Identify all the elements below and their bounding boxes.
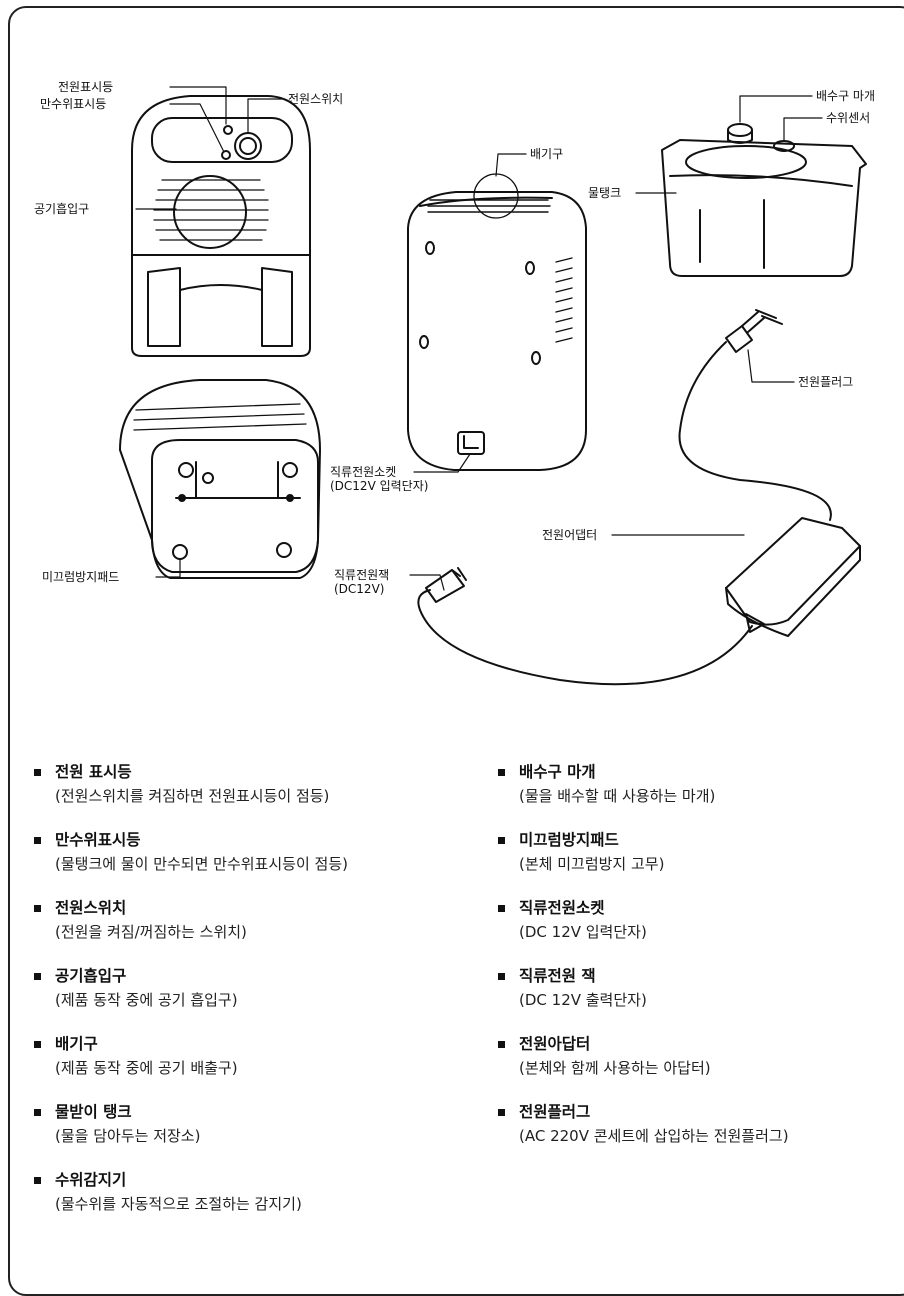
list-item: 직류전원소켓 (DC 12V 입력단자) — [494, 896, 894, 964]
part-name: 미끄럼방지패드 — [519, 831, 619, 849]
bullet-icon — [498, 972, 505, 980]
part-name: 직류전원소켓 — [519, 899, 605, 917]
power-adapter-illustration — [417, 517, 861, 686]
part-description: (물탱크에 물이 만수되면 만수위표시등이 점등) — [55, 855, 348, 873]
part-description: (물을 담아두는 저장소) — [55, 1127, 201, 1145]
list-item: 전원아답터 (본체와 함께 사용하는 아답터) — [494, 1032, 894, 1100]
part-name: 배수구 마개 — [519, 763, 596, 781]
callout-dc-socket: 직류전원소켓 (DC12V 입력단자) — [330, 465, 429, 493]
part-description: (전원을 켜짐/꺼짐하는 스위치) — [55, 923, 247, 941]
part-description: (물수위를 자동적으로 조절하는 감지기) — [55, 1195, 302, 1213]
part-description: (본체 미끄럼방지 고무) — [519, 855, 665, 873]
list-item: 전원 표시등 (전원스위치를 켜짐하면 전원표시등이 점등) — [30, 760, 500, 828]
bullet-icon — [34, 972, 41, 980]
list-item: 배수구 마개 (물을 배수할 때 사용하는 마개) — [494, 760, 894, 828]
callout-water-sensor: 수위센서 — [826, 111, 871, 125]
bullet-icon — [498, 1108, 505, 1116]
list-item: 공기흡입구 (제품 동작 중에 공기 흡입구) — [30, 964, 500, 1032]
list-item: 미끄럼방지패드 (본체 미끄럼방지 고무) — [494, 828, 894, 896]
callout-power-indicator: 전원표시등 — [58, 80, 114, 94]
part-description: (제품 동작 중에 공기 배출구) — [55, 1059, 238, 1077]
part-name: 전원플러그 — [519, 1103, 591, 1121]
dc-jack-illustration — [425, 567, 467, 603]
bullet-icon — [498, 768, 505, 776]
part-description: (전원스위치를 켜짐하면 전원표시등이 점등) — [55, 787, 330, 805]
part-name: 배기구 — [55, 1035, 98, 1053]
callout-exhaust: 배기구 — [530, 147, 564, 161]
parts-list-left: 전원 표시등 (전원스위치를 켜짐하면 전원표시등이 점등) 만수위표시등 (물탱크… — [30, 760, 500, 1236]
part-description: (제품 동작 중에 공기 흡입구) — [55, 991, 238, 1009]
list-item: 전원플러그 (AC 220V 콘세트에 삽입하는 전원플러그) — [494, 1100, 894, 1168]
bullet-icon — [498, 1040, 505, 1048]
power-plug-illustration — [678, 309, 832, 521]
bullet-icon — [34, 768, 41, 776]
list-item: 물받이 탱크 (물을 담아두는 저장소) — [30, 1100, 500, 1168]
bullet-icon — [34, 836, 41, 844]
callout-full-water-indicator: 만수위표시등 — [40, 97, 107, 111]
part-name: 만수위표시등 — [55, 831, 141, 849]
product-diagram — [119, 86, 867, 686]
part-description: (AC 220V 콘세트에 삽입하는 전원플러그) — [519, 1127, 789, 1145]
part-name: 수위감지기 — [55, 1171, 127, 1189]
callout-dc-jack: 직류전원잭 (DC12V) — [334, 568, 390, 596]
part-description: (본체와 함께 사용하는 아답터) — [519, 1059, 711, 1077]
callout-power-plug: 전원플러그 — [798, 375, 854, 389]
bullet-icon — [34, 1108, 41, 1116]
part-name: 전원 표시등 — [55, 763, 132, 781]
callout-anti-slip-pad: 미끄럼방지패드 — [42, 570, 120, 584]
list-item: 배기구 (제품 동작 중에 공기 배출구) — [30, 1032, 500, 1100]
part-description: (DC 12V 입력단자) — [519, 923, 647, 941]
leader-lines — [135, 86, 823, 591]
part-name: 전원아답터 — [519, 1035, 591, 1053]
bottom-view-illustration — [119, 379, 321, 579]
part-description: (물을 배수할 때 사용하는 마개) — [519, 787, 716, 805]
list-item: 만수위표시등 (물탱크에 물이 만수되면 만수위표시등이 점등) — [30, 828, 500, 896]
list-item: 수위감지기 (물수위를 자동적으로 조절하는 감지기) — [30, 1168, 500, 1236]
list-item: 전원스위치 (전원을 켜짐/꺼짐하는 스위치) — [30, 896, 500, 964]
callout-air-intake: 공기흡입구 — [34, 202, 90, 216]
bullet-icon — [498, 836, 505, 844]
parts-list-right: 배수구 마개 (물을 배수할 때 사용하는 마개) 미끄럼방지패드 (본체 미끄럼방… — [494, 760, 894, 1168]
part-name: 공기흡입구 — [55, 967, 127, 985]
callout-power-switch: 전원스위치 — [288, 92, 344, 106]
callout-water-tank: 물탱크 — [588, 186, 622, 200]
bullet-icon — [34, 1176, 41, 1184]
part-name: 물받이 탱크 — [55, 1103, 132, 1121]
bullet-icon — [498, 904, 505, 912]
part-name: 직류전원 잭 — [519, 967, 596, 985]
bullet-icon — [34, 904, 41, 912]
part-description: (DC 12V 출력단자) — [519, 991, 647, 1009]
list-item: 직류전원 잭 (DC 12V 출력단자) — [494, 964, 894, 1032]
callout-power-adapter: 전원어댑터 — [542, 528, 598, 542]
part-name: 전원스위치 — [55, 899, 127, 917]
water-tank-illustration — [661, 123, 867, 277]
front-view-illustration — [131, 95, 311, 357]
bullet-icon — [34, 1040, 41, 1048]
back-view-illustration — [407, 173, 587, 471]
callout-drain-cap: 배수구 마개 — [816, 89, 876, 103]
